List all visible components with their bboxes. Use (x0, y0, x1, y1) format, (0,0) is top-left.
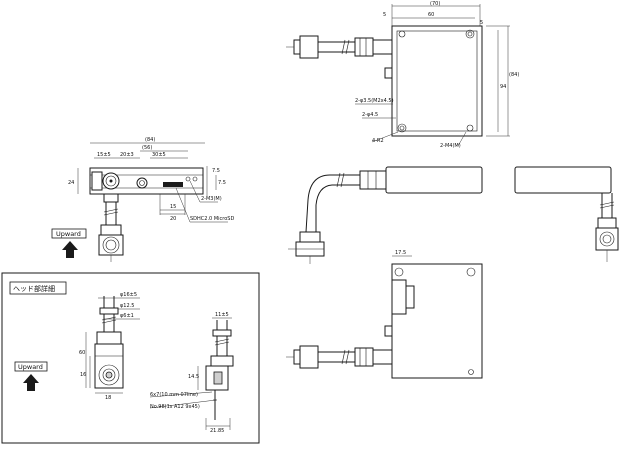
dim-side-top: 11±5 (215, 312, 229, 318)
end-view (514, 166, 619, 262)
dim-phi-top: φ16±5 (120, 292, 137, 298)
dim-height-inner: 94 (500, 84, 506, 90)
dim-corner: 5 (383, 12, 386, 18)
dim-width-total: (70) (430, 1, 440, 7)
dim-length: 60 (79, 350, 85, 356)
front-view: (84) 15±5 20±3 (56) 30±5 7.5 7.5 24 (68, 137, 234, 262)
upward-label-top: Upward (56, 230, 81, 238)
dim-small: 17.5 (395, 250, 406, 256)
dim-d: 30±5 (152, 152, 166, 158)
upward-arrow-icon (23, 374, 39, 391)
side-view (288, 166, 483, 264)
note-cable-a: 6x7(10 mm 07line) (150, 392, 198, 398)
head-detail-title: ヘッド部詳細 (13, 284, 55, 293)
dim-side-bottom: 21.85 (210, 428, 224, 434)
note-slot: 2-φ4.5 (362, 112, 378, 118)
top-view: (70) 60 5 5 94 (84) 2-φ3.5(M2x4.5) 2-φ4.… (286, 1, 519, 149)
dim-body: 16 (80, 372, 86, 378)
dim-card-slot: 15 (170, 204, 176, 210)
bottom-view: 17.5 (286, 250, 483, 379)
dim-right-a: 7.5 (218, 180, 226, 186)
dim-screw: 2-M3(M) (201, 196, 222, 202)
note-edge: 4-R2 (372, 138, 384, 144)
dim-depth: 7.5 (212, 168, 220, 174)
dim-height-total: (84) (509, 72, 519, 78)
dim-phi-mid: φ12.5 (120, 303, 134, 309)
note-cable-b: No.98(1s A12 9x45) (150, 404, 200, 410)
dim-width: 18 (105, 395, 111, 401)
note-microsd: SDHC2.0 MicroSD (190, 216, 234, 222)
dim-total: (84) (145, 137, 155, 143)
upward-arrow-icon (62, 241, 78, 258)
upward-label-box: Upward (18, 363, 43, 371)
dim-connector-width: 20 (170, 216, 176, 222)
dim-corner-right: 5 (480, 20, 483, 26)
note-holes: 2-φ3.5(M2x4.5) (355, 98, 394, 104)
upward-indicator-top: Upward (51, 228, 87, 258)
dim-a: 15±5 (97, 152, 111, 158)
dim-width-inner: 60 (428, 12, 434, 18)
dim-phi-small: φ6±1 (120, 313, 134, 319)
note-nut: 2-M4(M) (440, 143, 461, 149)
dim-side-mid: 14.5 (188, 374, 199, 380)
dim-c: (56) (142, 145, 152, 151)
dim-b: 20±3 (120, 152, 134, 158)
dim-height: 24 (68, 180, 74, 186)
head-detail-box: ヘッド部詳細 Upward φ16±5 φ12.5 φ6±1 60 16 18 … (1, 272, 260, 444)
